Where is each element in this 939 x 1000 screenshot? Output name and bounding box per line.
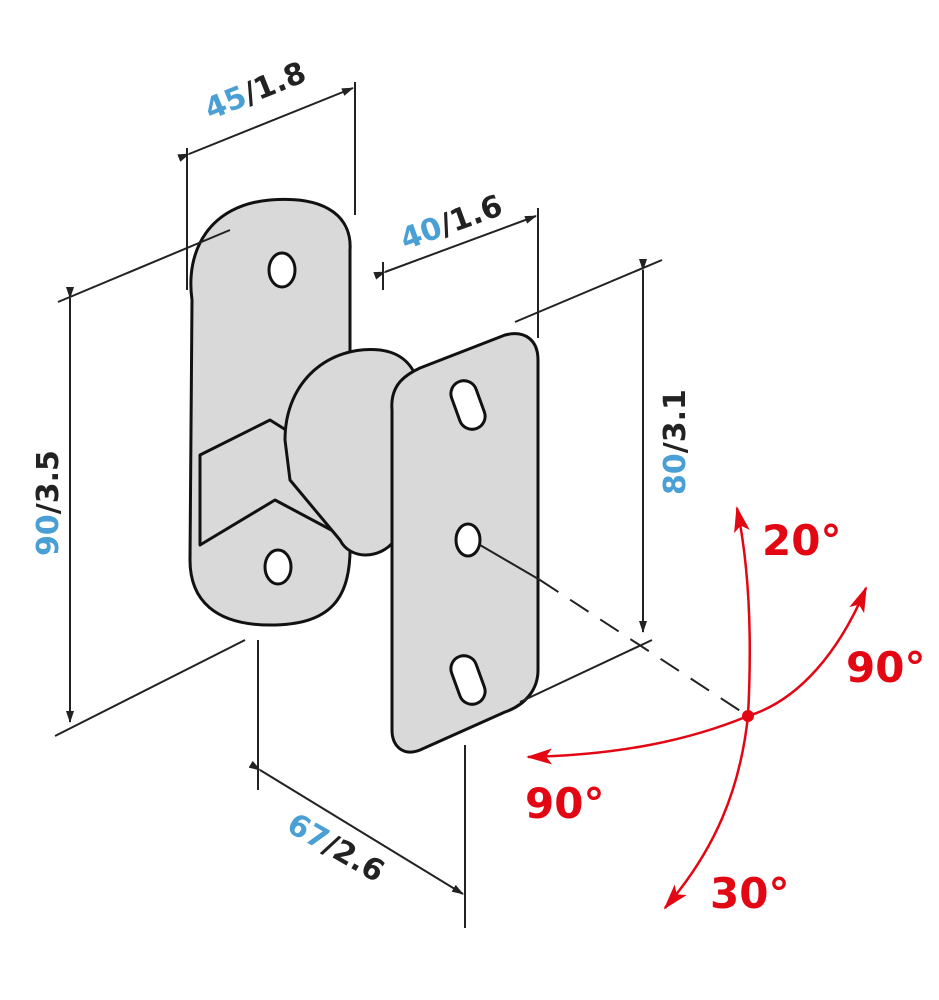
front-plate-slot-top: [449, 379, 487, 431]
axis-line: [479, 544, 541, 581]
dimension-label-wall-plate-height: 90/3.5: [31, 450, 66, 556]
axis-dashed-line: [539, 579, 749, 717]
bracket-drawing: [188, 197, 749, 754]
wall-plate-hole-bottom: [263, 548, 293, 586]
tilt-down-arrow: [663, 715, 750, 910]
swivel-left-arrow: [526, 714, 749, 765]
rotation-indicators: [526, 506, 868, 910]
rotation-label-tilt-down: 30°: [710, 869, 789, 918]
dimension-label-front-plate-height: 80/3.1: [658, 389, 693, 495]
front-plate-slot-bottom: [449, 654, 487, 706]
rotation-label-tilt-up: 20°: [762, 516, 841, 565]
swivel-right-arrow: [747, 586, 868, 718]
pivot-point: [742, 710, 754, 722]
rotation-label-swivel-right: 90°: [846, 643, 925, 692]
wall-plate-hole-top: [267, 251, 297, 289]
dimension-label-depth: 67/2.6: [281, 807, 390, 890]
rotation-label-swivel-left: 90°: [525, 779, 604, 828]
front-plate-hole-middle: [454, 522, 482, 558]
dimension-label-plate-width: 45/1.8: [200, 55, 311, 127]
dimension-lines: [54, 82, 663, 928]
tilt-up-arrow: [734, 506, 752, 717]
